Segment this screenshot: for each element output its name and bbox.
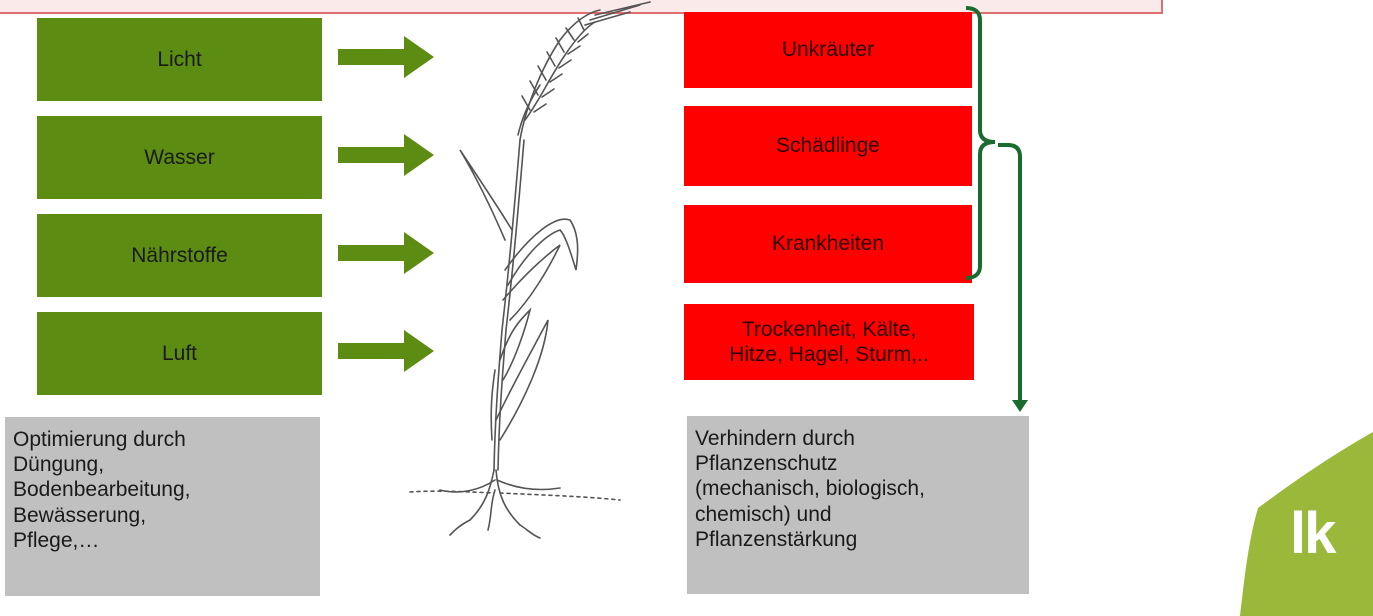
arrow-down-icon — [1012, 400, 1028, 412]
brace-icon — [966, 8, 995, 278]
bracket-icon — [998, 145, 1020, 400]
logo-text: lk — [1290, 500, 1334, 567]
